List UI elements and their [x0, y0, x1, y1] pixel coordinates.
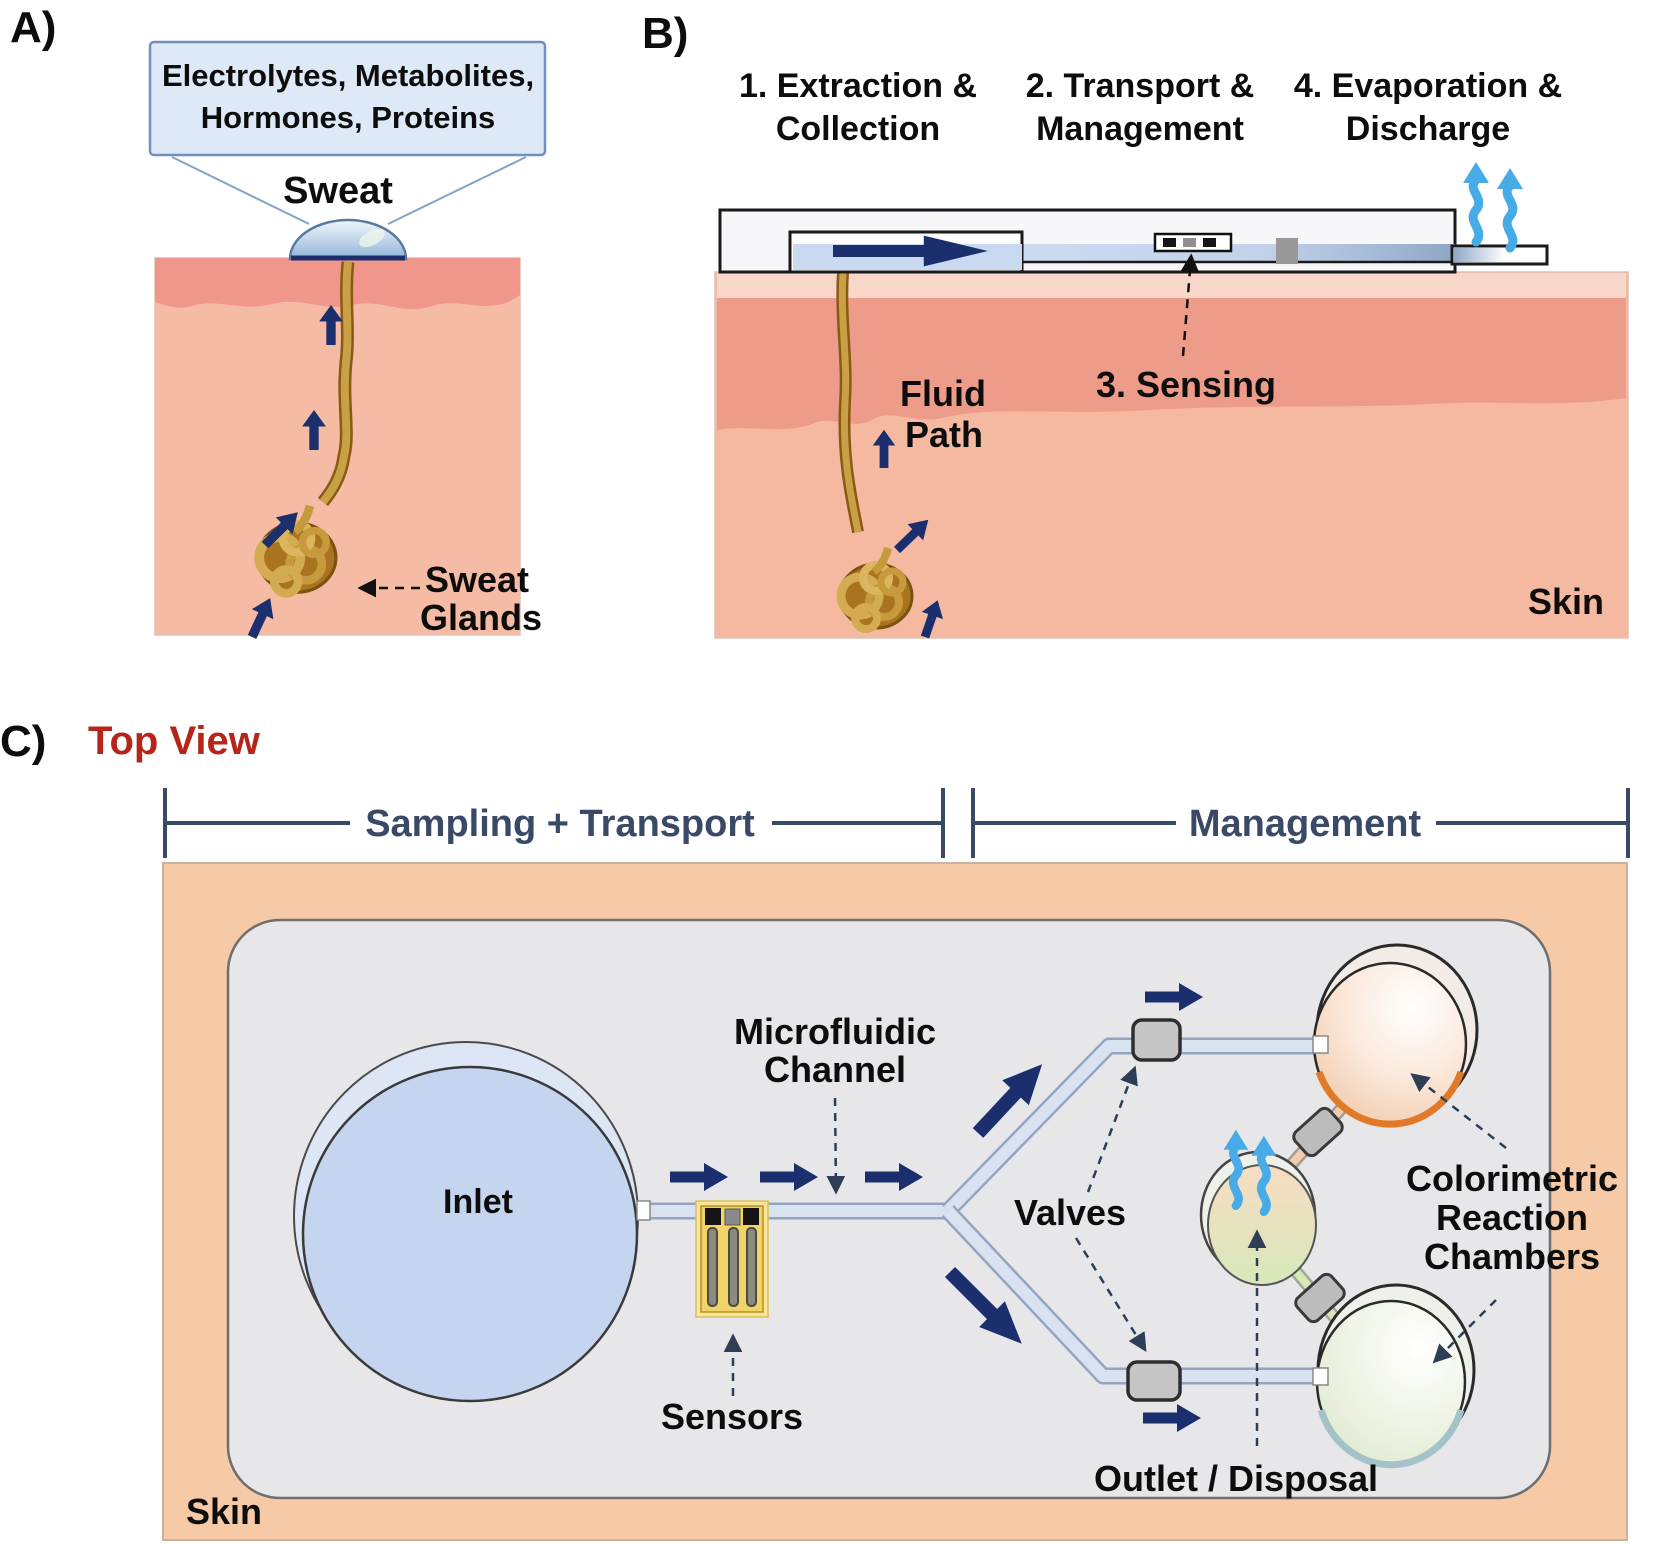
panel-c-label: C): [0, 717, 46, 766]
top-view-title: Top View: [88, 719, 261, 763]
device-channel-b: [1022, 244, 1455, 262]
panel-b-label: B): [642, 9, 688, 58]
outlet-disposal-label: Outlet / Disposal: [1094, 1458, 1378, 1499]
channel-connector: [636, 1200, 651, 1221]
chambers-label-line2: Reaction: [1436, 1197, 1588, 1238]
microfluidic-channels: [640, 1037, 1320, 1385]
panel-b: B) 1. Extraction & Collection 2. Transpo…: [642, 9, 1629, 641]
skin-epidermis-b: [717, 298, 1626, 430]
electrode-bar: [707, 1227, 718, 1307]
electrode-pad: [705, 1208, 721, 1225]
panel-a-label: A): [10, 3, 56, 52]
outlet-fluid-fade: [1454, 248, 1502, 262]
skin-epidermis-a: [155, 258, 520, 310]
sensors-label: Sensors: [661, 1396, 803, 1437]
sampling-transport-bracket-label: Sampling + Transport: [365, 803, 755, 845]
skin-label-b: Skin: [1528, 581, 1604, 622]
sensors-block: [695, 1200, 769, 1318]
sweat-duct-b: [838, 271, 862, 533]
panel-a: A) Electrolytes, Metabolites, Hormones, …: [10, 3, 547, 643]
callout-funnel-line: [171, 156, 310, 225]
sensing-label: 3. Sensing: [1096, 364, 1276, 405]
sensor-pad: [1163, 238, 1176, 247]
inlet-reservoir: Inlet: [293, 1041, 639, 1403]
sensor-pad: [1203, 238, 1216, 247]
valve-diamond-lower: [1294, 1272, 1346, 1324]
fluid-path-label-line1: Fluid: [900, 373, 986, 414]
valves-label: Valves: [1014, 1192, 1126, 1233]
callout-funnel-line: [387, 156, 527, 225]
step2-label-line1: 2. Transport &: [1026, 67, 1255, 105]
step2-label-line2: Management: [1036, 110, 1244, 148]
panel-c: C) Top View Sampling + Transport Managem…: [0, 717, 1630, 1541]
callout-text-line2: Hormones, Proteins: [201, 100, 496, 135]
sweat-label: Sweat: [283, 170, 393, 212]
sweat-glands-label-line1: Sweat: [425, 559, 529, 600]
chambers-pointer-upper: [1410, 1073, 1507, 1149]
chambers-label-line3: Chambers: [1424, 1236, 1600, 1277]
sensor-pad: [1183, 238, 1196, 247]
valves-pointer-upper: [1086, 1065, 1138, 1193]
valve-diamond-upper: [1292, 1106, 1344, 1158]
inlet-label: Inlet: [443, 1183, 513, 1221]
skin-cross-section-b: [714, 271, 1629, 639]
channel-connector: [1312, 1035, 1329, 1054]
step4-label-line2: Discharge: [1346, 110, 1510, 148]
evaporation-arrow: [1497, 168, 1523, 248]
valve-block-b: [1276, 238, 1298, 264]
channel-connector: [1312, 1367, 1329, 1386]
device-cross-section: [718, 208, 1549, 274]
management-bracket-label: Management: [1189, 803, 1422, 845]
step1-label-line2: Collection: [776, 110, 940, 148]
valve-upper: [1131, 1018, 1182, 1062]
electrode-bar: [746, 1227, 757, 1307]
valve-lower: [1126, 1360, 1182, 1402]
analytes-callout-box: [148, 40, 547, 157]
sensing-pointer: [1180, 253, 1200, 357]
section-brackets: Sampling + Transport Management: [163, 788, 1630, 858]
skin-label-c: Skin: [186, 1491, 262, 1532]
electrode-pad: [724, 1208, 741, 1226]
colorimetric-chamber-bottom: [1315, 1283, 1476, 1469]
electrode-bar: [728, 1227, 739, 1307]
sweat-duct-a: [319, 261, 352, 505]
evaporation-arrow: [1463, 162, 1489, 242]
microfluidic-channel-pointer: [826, 1097, 846, 1195]
skin-surface-strip-b: [717, 273, 1626, 299]
valves-pointer-lower: [1074, 1237, 1147, 1352]
sweat-droplet: [288, 218, 408, 261]
step1-label-line1: 1. Extraction &: [739, 67, 977, 105]
microfluidic-label-line2: Channel: [764, 1049, 906, 1090]
callout-text-line1: Electrolytes, Metabolites,: [162, 58, 534, 93]
fluid-path-label-line2: Path: [905, 414, 983, 455]
chambers-label-line1: Colorimetric: [1406, 1158, 1618, 1199]
step4-label-line1: 4. Evaporation &: [1294, 67, 1562, 105]
sweat-glands-label-line2: Glands: [420, 597, 542, 638]
microfluidic-label-line1: Microfluidic: [734, 1011, 936, 1052]
electrode-pad: [743, 1208, 759, 1225]
